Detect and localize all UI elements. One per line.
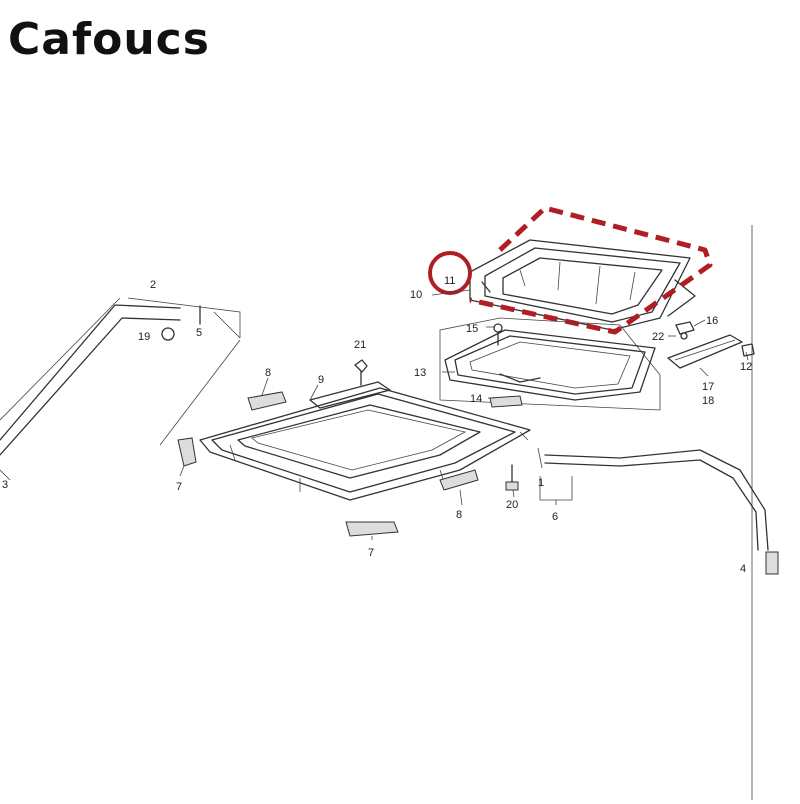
small-hardware-parts xyxy=(667,321,755,369)
part-8-pad-upper xyxy=(247,391,287,411)
glass-panel-assembly xyxy=(439,317,661,411)
callout-17: 17 xyxy=(702,381,714,393)
callout-1: 1 xyxy=(538,477,544,489)
callout-22: 22 xyxy=(652,331,664,343)
glass-seal-frame xyxy=(469,239,696,331)
part-20-bolt xyxy=(505,464,519,491)
highlight-dashed-outline xyxy=(469,205,713,335)
callout-13: 13 xyxy=(414,367,426,379)
part-15-bolt xyxy=(493,323,503,346)
leader-lines xyxy=(179,289,749,540)
callout-7-left: 7 xyxy=(176,481,182,493)
callout-4: 4 xyxy=(740,563,746,575)
callout-18: 18 xyxy=(702,395,714,407)
brand-watermark: Cafoucs xyxy=(8,14,210,65)
part-7-pad-bottom xyxy=(345,521,399,537)
callout-21: 21 xyxy=(354,339,366,351)
callout-14: 14 xyxy=(470,393,482,405)
callout-11: 11 xyxy=(444,275,455,287)
callout-12: 12 xyxy=(740,361,752,373)
part-21-clip xyxy=(354,359,368,386)
callout-5: 5 xyxy=(196,327,202,339)
part-14-bracket xyxy=(489,395,523,408)
callout-10: 10 xyxy=(410,289,422,301)
drain-hose-right xyxy=(537,447,779,575)
callout-2: 2 xyxy=(150,279,156,291)
callout-20: 20 xyxy=(506,499,518,511)
highlight-circle xyxy=(428,251,472,295)
sunroof-frame xyxy=(199,381,531,501)
callout-19: 19 xyxy=(138,331,150,343)
callout-labels: 2 3 19 5 8 9 21 7 7 8 20 1 6 4 10 11 13 … xyxy=(2,275,752,575)
drain-hose-left xyxy=(0,297,241,481)
callout-16: 16 xyxy=(706,315,718,327)
callout-9: 9 xyxy=(318,374,324,386)
part-19-clamp xyxy=(161,327,175,341)
callout-7-bottom: 7 xyxy=(368,547,374,559)
callout-15: 15 xyxy=(466,323,478,335)
part-8-pad-lower xyxy=(439,469,479,491)
callout-8-lower: 8 xyxy=(456,509,462,521)
callout-6: 6 xyxy=(552,511,558,523)
part-7-pad-left xyxy=(177,437,197,467)
callout-3: 3 xyxy=(2,479,8,491)
callout-8-upper: 8 xyxy=(265,367,271,379)
